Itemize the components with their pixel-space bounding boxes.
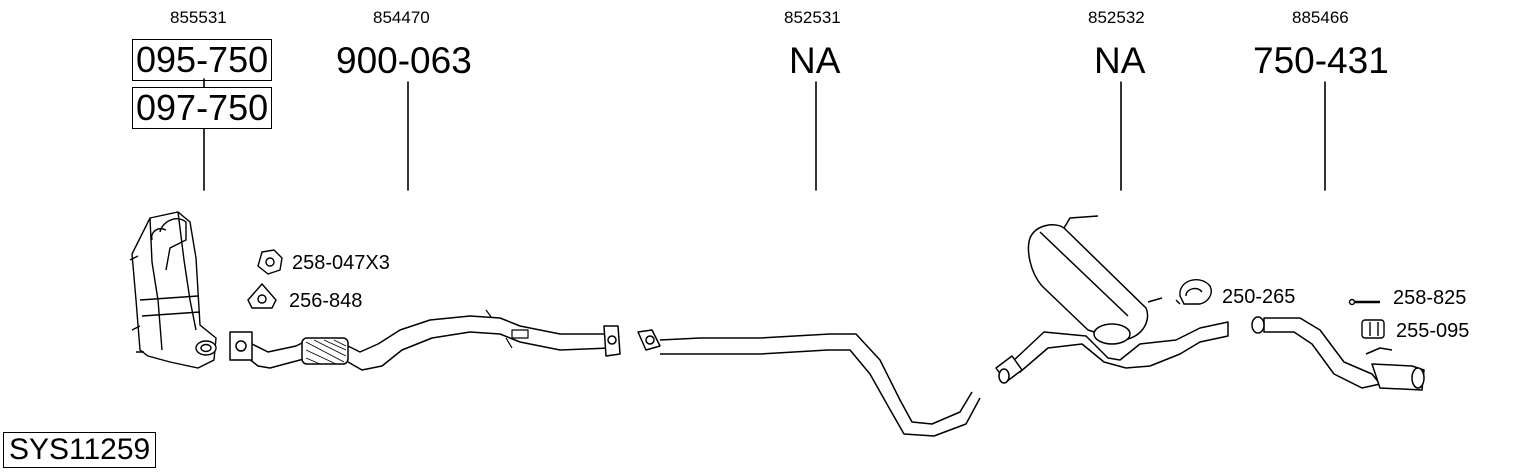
part-number-2[interactable]: 900-063: [336, 40, 472, 81]
accessory-label-bolt[interactable]: 258-825: [1393, 287, 1467, 309]
oem-number-5: 885466: [1292, 8, 1349, 27]
rubber-mount-icon: [1361, 319, 1385, 339]
accessory-label-clamp[interactable]: 250-265: [1222, 286, 1296, 308]
system-code-box: SYS11259: [3, 432, 157, 468]
part-number-4[interactable]: NA: [1094, 40, 1146, 81]
part-number-5[interactable]: 750-431: [1253, 40, 1389, 81]
middle-pipe: [637, 329, 981, 437]
oem-number-4: 852532: [1088, 8, 1145, 27]
catalytic-converter: [129, 211, 217, 369]
front-pipe: [229, 309, 621, 371]
accessory-label-rubber-mount[interactable]: 255-095: [1396, 320, 1470, 342]
part-number-box-1b[interactable]: 097-750: [132, 87, 273, 129]
accessory-label-nut[interactable]: 258-047X3: [292, 252, 390, 274]
oem-number-2: 854470: [373, 8, 430, 27]
part-number-3[interactable]: NA: [789, 40, 841, 81]
tail-pipe: [1251, 316, 1425, 391]
flex-pipe-section: [301, 337, 349, 365]
clamp-icon: [1179, 278, 1212, 305]
rear-silencer: [995, 215, 1229, 384]
part-number-box-1a[interactable]: 095-750: [132, 39, 273, 81]
oem-number-1: 855531: [170, 8, 227, 27]
accessory-label-gasket[interactable]: 256-848: [289, 290, 363, 312]
oem-number-3: 852531: [784, 8, 841, 27]
